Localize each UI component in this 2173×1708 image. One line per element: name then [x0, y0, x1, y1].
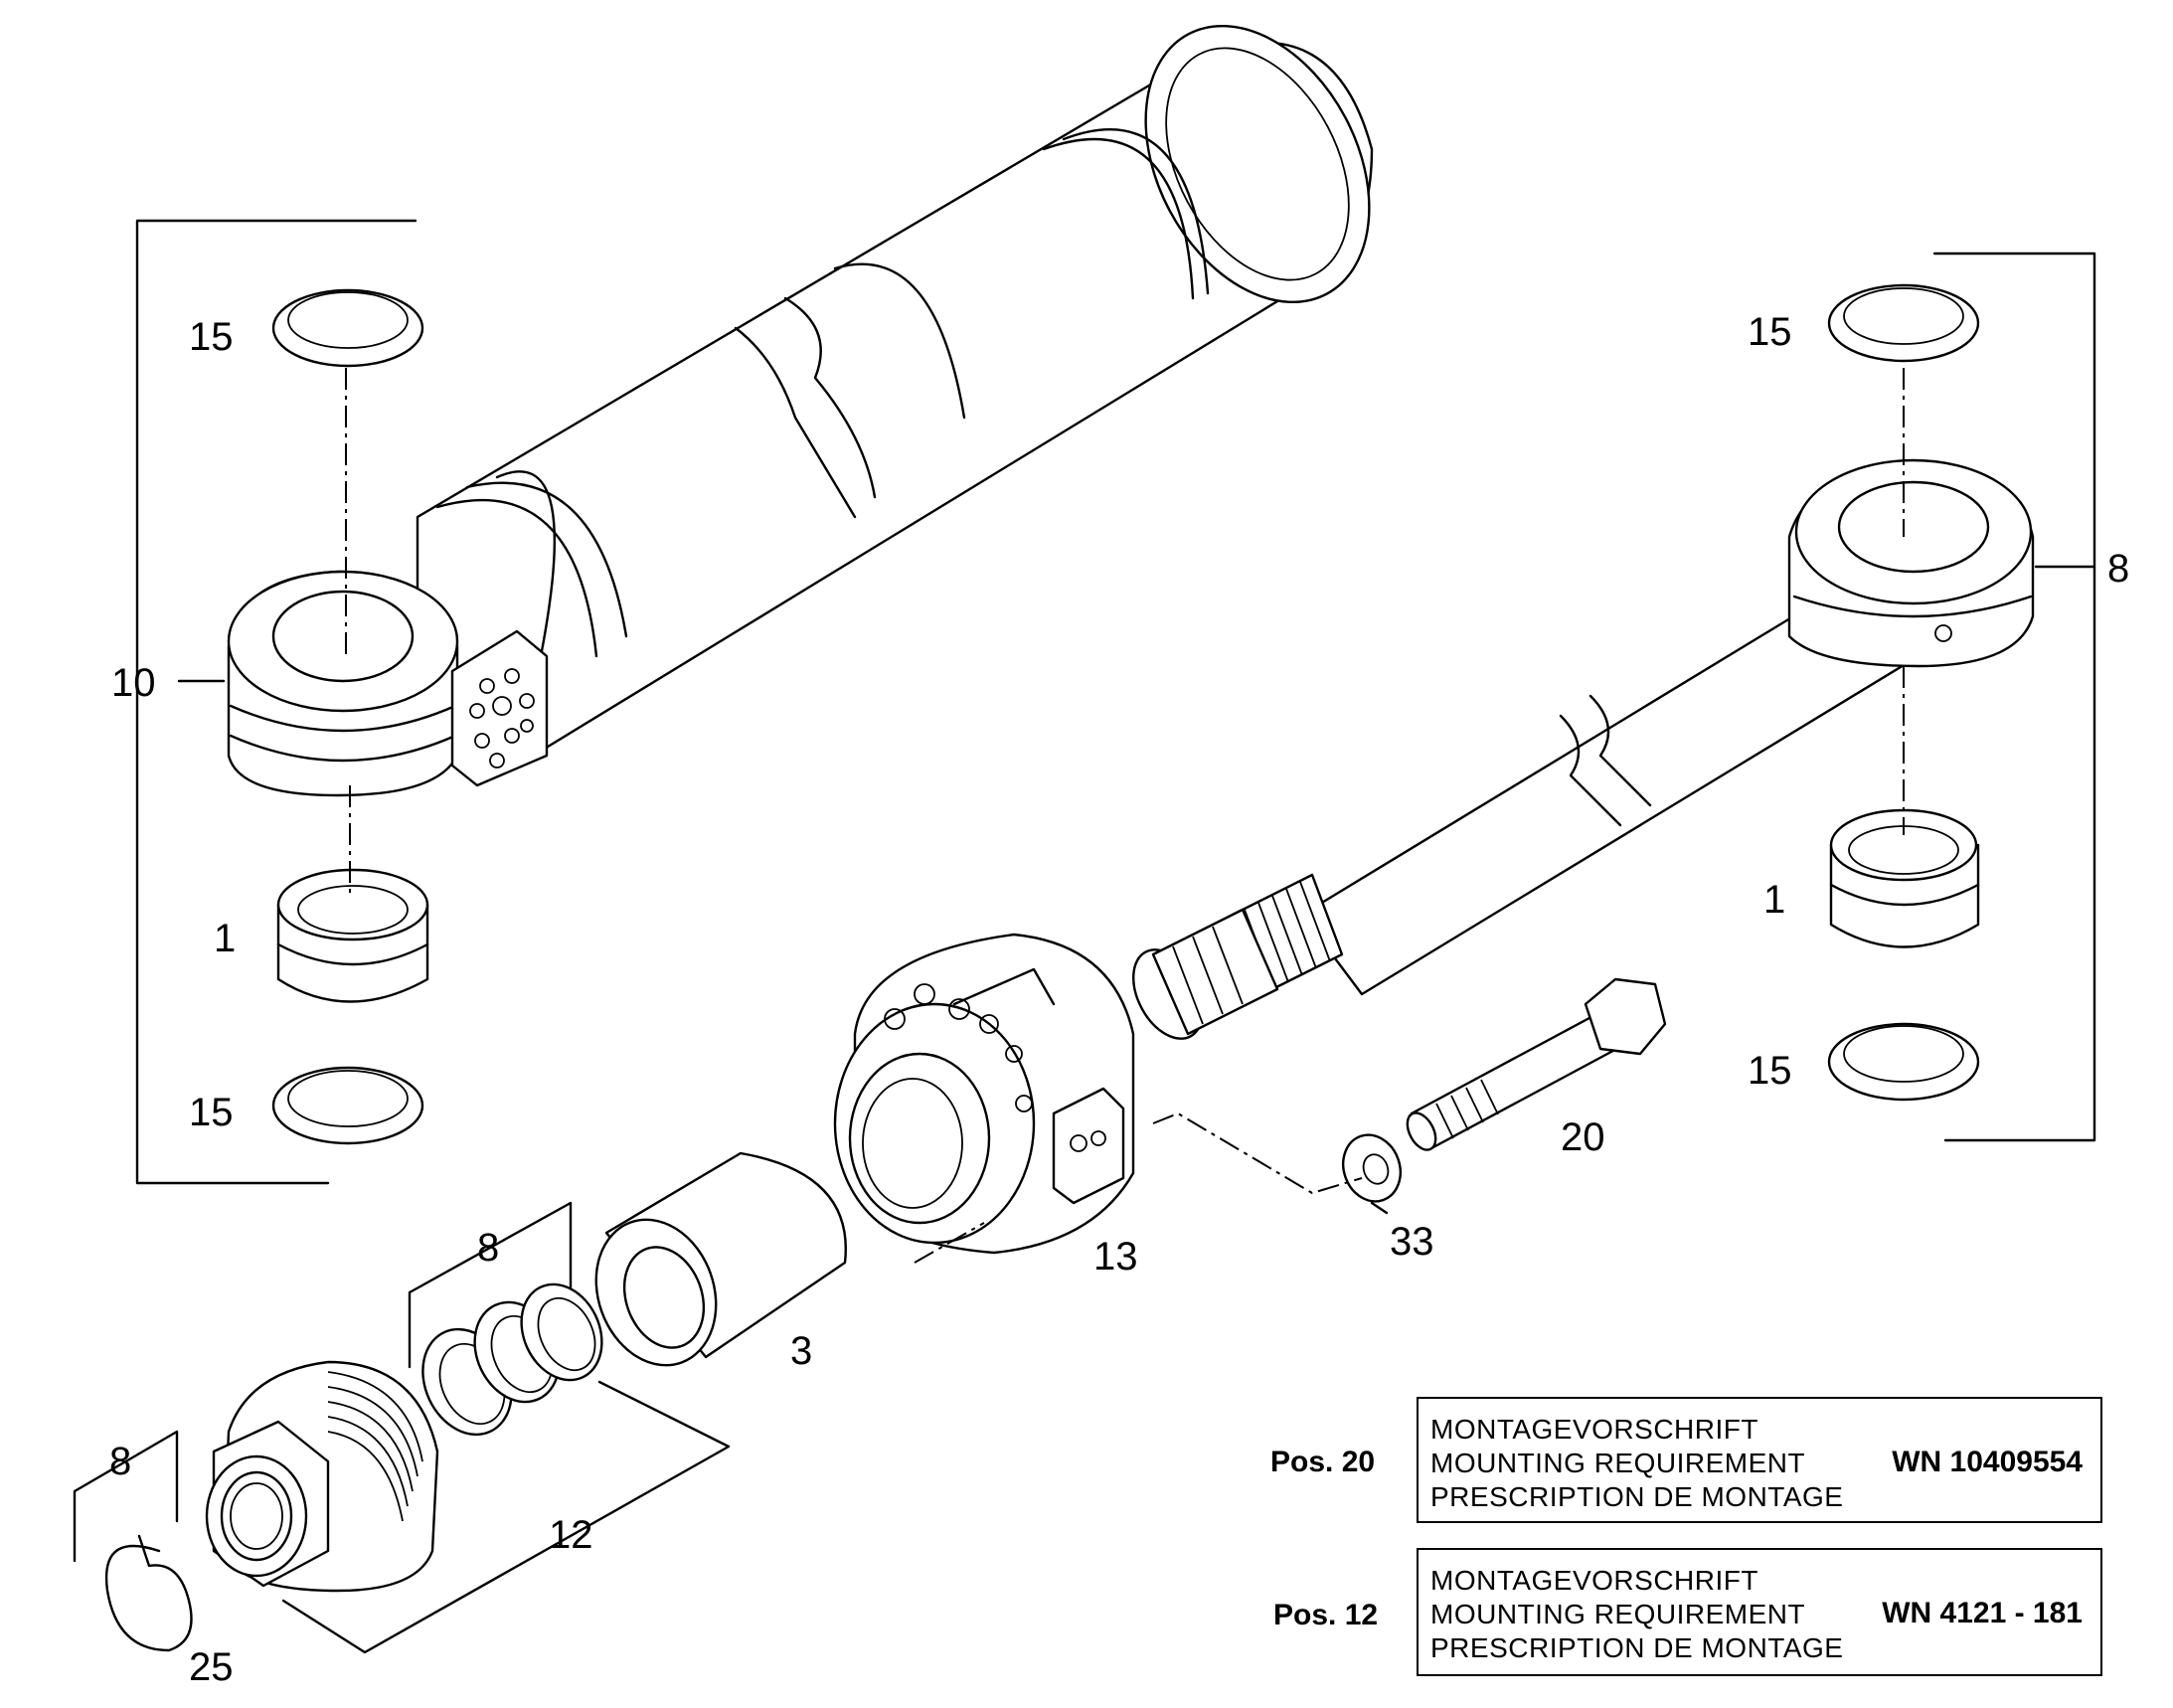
snap-ring-25	[104, 1534, 193, 1652]
callout-15-bottom-left: 15	[189, 1091, 234, 1134]
note-2-position-label: Pos. 12	[1273, 1599, 1379, 1631]
callout-3: 3	[790, 1329, 812, 1373]
ring-15-bottom-left	[271, 1066, 424, 1145]
piston-nut	[205, 1360, 439, 1593]
note-2-line-en: MOUNTING REQUIREMENT	[1430, 1599, 1806, 1629]
cylinder-barrel	[227, 24, 1374, 797]
callout-15-top-left: 15	[189, 315, 234, 359]
callout-8-right: 8	[2107, 547, 2129, 591]
piston-13	[833, 933, 1135, 1255]
bushing-3	[594, 1151, 847, 1367]
bushing-1-left	[276, 868, 429, 1003]
ring-15-top-left	[271, 288, 424, 368]
bolt-20	[1406, 977, 1667, 1151]
callout-20: 20	[1561, 1115, 1605, 1159]
bracket-lines	[73, 219, 2096, 1654]
note-2-line-fr: PRESCRIPTION DE MONTAGE	[1430, 1632, 1844, 1663]
callout-33: 33	[1390, 1220, 1434, 1264]
note-2-line-de: MONTAGEVORSCHRIFT	[1430, 1565, 1758, 1596]
center-lines	[345, 368, 1905, 1264]
piston-rod	[1132, 458, 2035, 1040]
washer-33	[1342, 1133, 1402, 1203]
callout-labels: 15 10 1 15 15 8 1 15 20 33 13 3 8 12 8 2…	[109, 310, 2129, 1689]
note-1-position-label: Pos. 20	[1270, 1446, 1376, 1478]
note-2-code: WN 4121 - 181	[1882, 1597, 2083, 1629]
mounting-note-pos-20: MONTAGEVORSCHRIFT MOUNTING REQUIREMENT P…	[1417, 1397, 2102, 1523]
callout-13: 13	[1093, 1235, 1138, 1279]
callout-15-bottom-right: 15	[1748, 1049, 1792, 1093]
callout-1-right: 1	[1763, 878, 1785, 922]
note-1-line-de: MONTAGEVORSCHRIFT	[1430, 1414, 1758, 1445]
callout-8-seals: 8	[477, 1226, 499, 1270]
mounting-note-pos-12: MONTAGEVORSCHRIFT MOUNTING REQUIREMENT P…	[1417, 1548, 2102, 1676]
note-1-line-fr: PRESCRIPTION DE MONTAGE	[1430, 1481, 1844, 1512]
callout-10: 10	[111, 661, 156, 705]
seal-rings-12	[421, 1282, 603, 1437]
callout-15-top-right: 15	[1748, 310, 1792, 354]
callout-25: 25	[189, 1645, 234, 1689]
note-2-text: MONTAGEVORSCHRIFT MOUNTING REQUIREMENT P…	[1430, 1564, 1843, 1665]
note-1-code: WN 10409554	[1892, 1446, 2083, 1478]
ring-15-top-right	[1827, 283, 1980, 363]
note-1-line-en: MOUNTING REQUIREMENT	[1430, 1448, 1806, 1478]
callout-8-clip: 8	[109, 1440, 131, 1483]
callout-1-left: 1	[214, 917, 236, 960]
callout-12: 12	[549, 1513, 593, 1557]
bushing-1-right	[1829, 808, 1980, 948]
ring-15-bottom-right	[1827, 1022, 1980, 1102]
note-1-text: MONTAGEVORSCHRIFT MOUNTING REQUIREMENT P…	[1430, 1413, 1843, 1514]
